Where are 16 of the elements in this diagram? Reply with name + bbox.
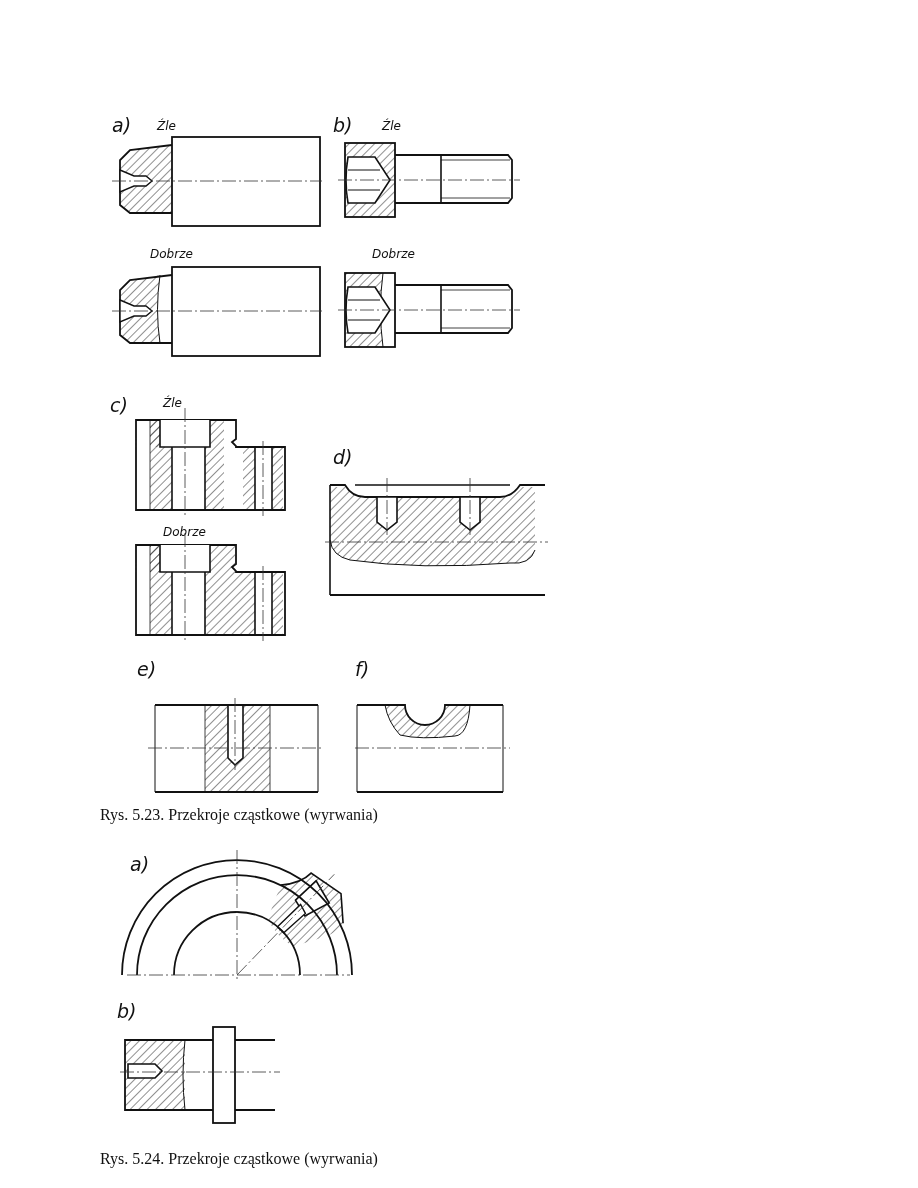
annotation-text: Dobrze: [372, 247, 415, 261]
figure-caption: Rys. 5.24. Przekroje cząstkowe (wyrwania): [100, 1150, 378, 1168]
annotation-text: Źle: [157, 119, 176, 133]
annotation-text: Źle: [163, 396, 182, 410]
figure-label: f): [355, 658, 370, 680]
figure-label: a): [130, 853, 150, 875]
annotation-text: Dobrze: [150, 247, 193, 261]
figure-label: b): [333, 114, 353, 136]
annotation-text: Dobrze: [163, 525, 206, 539]
figure-caption: Rys. 5.23. Przekroje cząstkowe (wyrwania): [100, 806, 378, 824]
figure-label: c): [110, 394, 128, 416]
figure-label: d): [333, 446, 353, 468]
annotation-text: Źle: [382, 119, 401, 133]
figure-label: a): [112, 114, 132, 136]
figure-label: e): [137, 658, 157, 680]
figure-label: b): [117, 1000, 137, 1022]
